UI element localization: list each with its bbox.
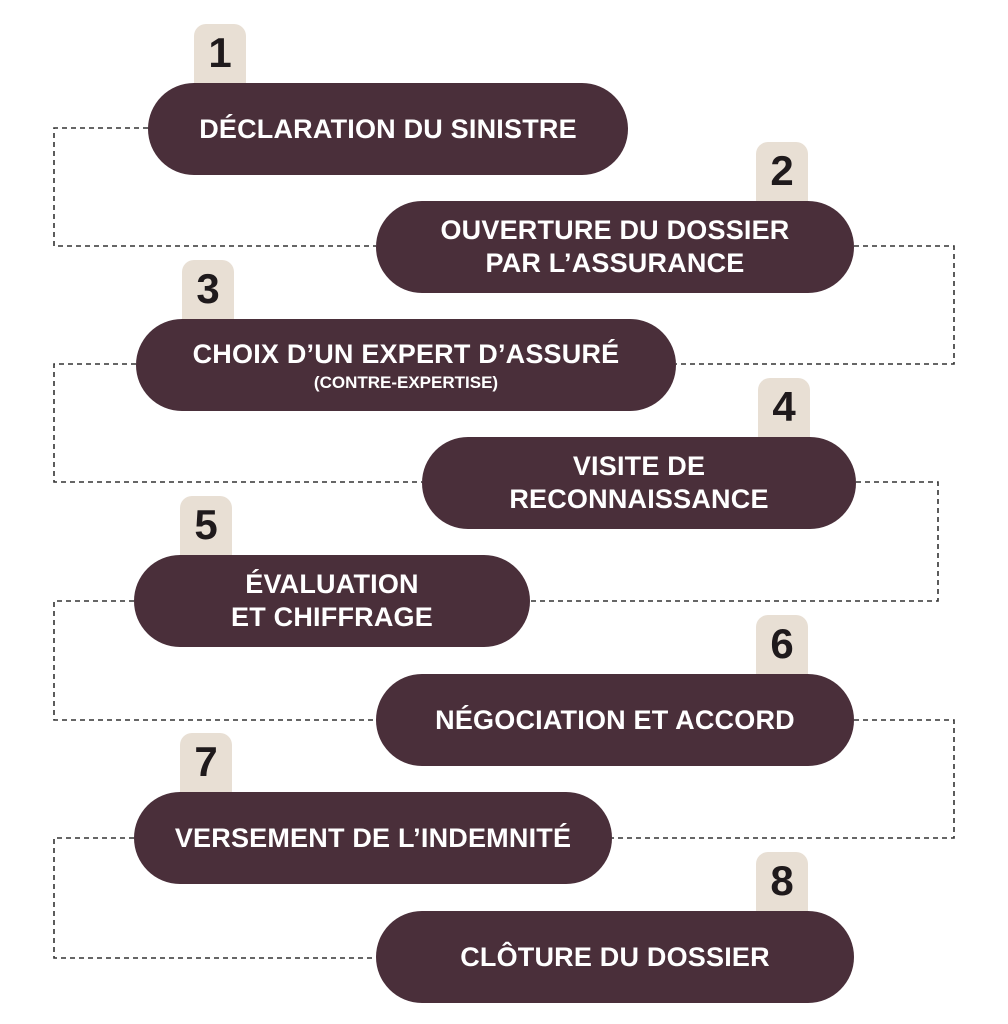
step-label-line: VERSEMENT DE L’INDEMNITÉ <box>174 822 572 853</box>
connector-1-2 <box>53 127 376 247</box>
step-label-line: RECONNAISSANCE <box>509 484 769 514</box>
step-label-line: ET CHIFFRAGE <box>231 602 433 632</box>
step-label-line: ÉVALUATION <box>245 569 419 599</box>
step-number-tab: 5 <box>180 496 232 562</box>
connector-5-6 <box>53 600 376 721</box>
step-label-line: NÉGOCIATION ET ACCORD <box>435 704 795 735</box>
connector-6-7 <box>612 719 955 839</box>
step-label-line: CHOIX D’UN EXPERT D’ASSURÉ <box>192 338 620 369</box>
step-label-pill: OUVERTURE DU DOSSIER PAR L’ASSURANCE <box>376 201 854 293</box>
step-number-tab: 8 <box>756 852 808 918</box>
step-label-line: PAR L’ASSURANCE <box>485 248 745 278</box>
step-label-line: VISITE DE <box>572 451 706 481</box>
step-label-pill: DÉCLARATION DU SINISTRE <box>148 83 628 175</box>
step-label-line: DÉCLARATION DU SINISTRE <box>199 113 577 144</box>
connector-3-4 <box>53 363 422 483</box>
connector-4-5 <box>530 481 939 602</box>
connector-2-3 <box>676 245 955 365</box>
step-number-tab: 7 <box>180 733 232 799</box>
step-label-pill: VISITE DE RECONNAISSANCE <box>422 437 856 529</box>
step-label-line: CLÔTURE DU DOSSIER <box>460 941 770 972</box>
step-label-pill: NÉGOCIATION ET ACCORD <box>376 674 854 766</box>
step-number-tab: 4 <box>758 378 810 444</box>
step-label-line: OUVERTURE DU DOSSIER <box>440 215 790 245</box>
step-number-tab: 1 <box>194 24 246 90</box>
step-subtitle: (CONTRE-EXPERTISE) <box>313 372 499 392</box>
step-label-pill: CLÔTURE DU DOSSIER <box>376 911 854 1003</box>
step-label-pill: VERSEMENT DE L’INDEMNITÉ <box>134 792 612 884</box>
step-number-tab: 3 <box>182 260 234 326</box>
step-label-pill: CHOIX D’UN EXPERT D’ASSURÉ (CONTRE-EXPER… <box>136 319 676 411</box>
step-number-tab: 2 <box>756 142 808 208</box>
step-number-tab: 6 <box>756 615 808 681</box>
step-label-pill: ÉVALUATION ET CHIFFRAGE <box>134 555 530 647</box>
connector-7-8 <box>53 837 376 959</box>
